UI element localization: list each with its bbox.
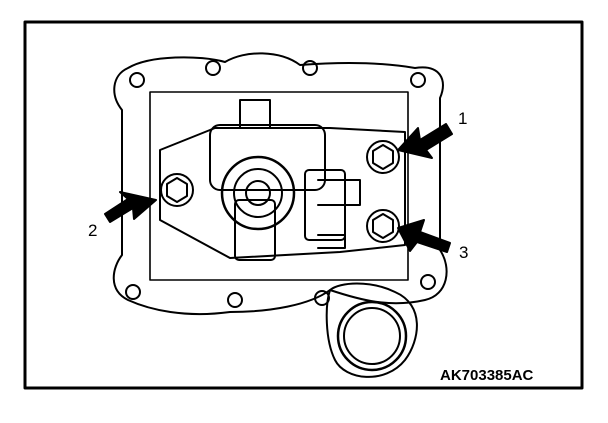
figure-reference-code: AK703385AC [440,367,534,384]
bolt-3 [366,209,400,243]
flange-mounting-holes [125,60,436,308]
callout-label-3: 3 [459,243,468,262]
callout-arrow-3 [397,219,451,253]
callout-arrow-2 [104,191,157,223]
outlet-pipe [325,282,418,378]
bolt-1 [366,140,400,174]
callout-label-2: 2 [88,221,97,240]
figure-frame [23,20,584,390]
callout-arrow-1 [397,123,453,159]
bolt-2 [160,173,194,207]
housing-flange [112,52,448,316]
callout-label-1: 1 [458,109,467,128]
actuator-body [209,99,361,261]
